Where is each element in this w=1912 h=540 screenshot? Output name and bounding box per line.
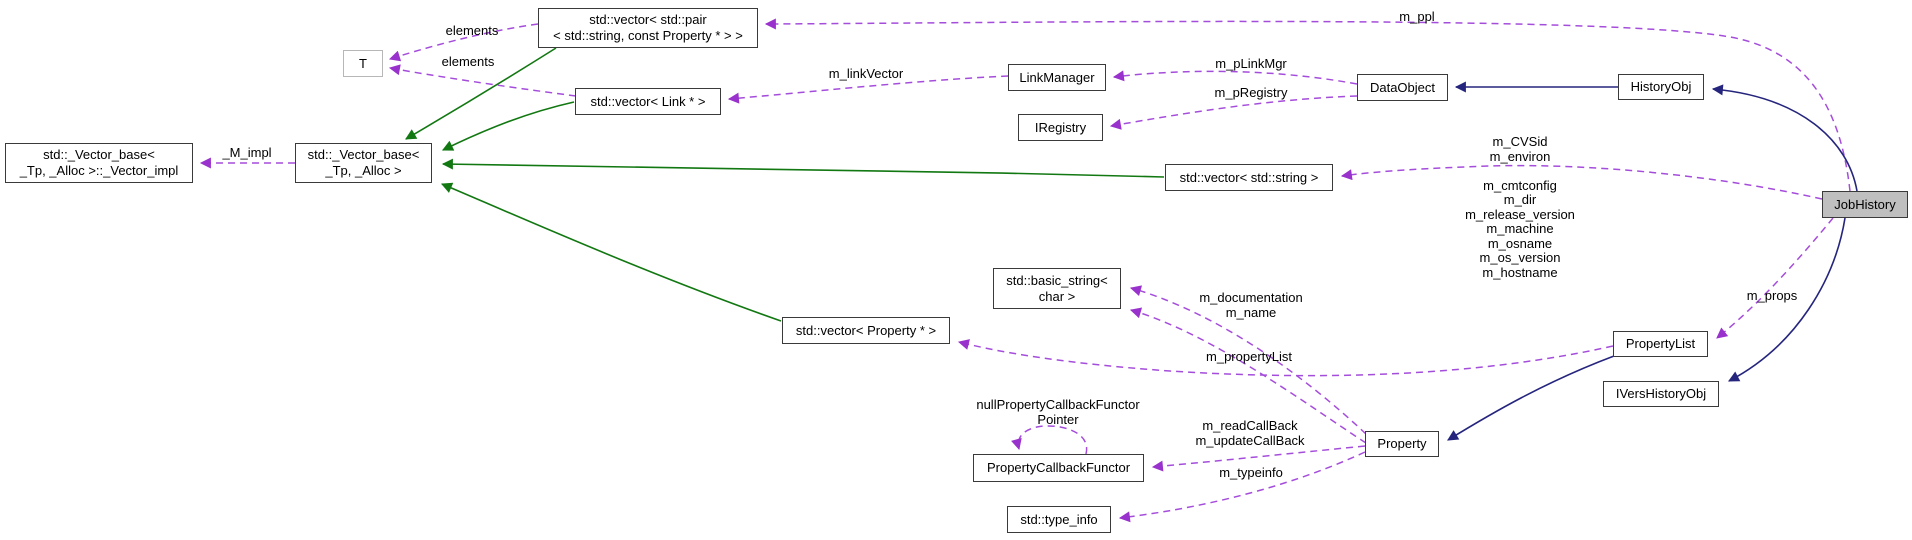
node-propertycallbackfunctor[interactable]: PropertyCallbackFunctor (973, 454, 1144, 482)
edge-m-pregistry (1109, 95, 1358, 130)
edge-elements-from-vector-link (388, 64, 577, 97)
node-linkmanager[interactable]: LinkManager (1008, 64, 1106, 91)
node-propertylist[interactable]: PropertyList (1613, 331, 1708, 357)
edge-vectorlink-inherits-vectorbase (442, 101, 575, 151)
node-jobhistory-focus: JobHistory (1822, 191, 1908, 218)
node-ivershistoryobj[interactable]: IVersHistoryObj (1603, 381, 1719, 407)
node-std-vector-link: std::vector< Link * > (575, 88, 721, 115)
edge-label-m-impl: _M_impl (222, 145, 272, 160)
edge-label-callbacks: m_readCallBack m_updateCallBack (1195, 418, 1305, 448)
node-dataobject[interactable]: DataObject (1357, 74, 1448, 101)
edge-elements-from-vector-pair (388, 23, 539, 62)
node-std-vector-base-impl: std::_Vector_base< _Tp, _Alloc >::_Vecto… (5, 143, 193, 183)
edge-jobhistory-inherits-ivershistoryobj (1728, 217, 1846, 382)
edge-m-name (1129, 307, 1367, 444)
node-std-vector-string: std::vector< std::string > (1165, 164, 1333, 191)
edge-label-m-ppl: m_ppl (1399, 9, 1435, 24)
edge-m-typeinfo (1118, 451, 1366, 523)
node-historyobj[interactable]: HistoryObj (1618, 74, 1704, 100)
edge-label-m-typeinfo: m_typeinfo (1219, 465, 1283, 480)
node-iregistry[interactable]: IRegistry (1018, 114, 1103, 141)
edge-m-plinkmgr (1112, 70, 1358, 85)
edge-m-linkvector (727, 75, 1009, 104)
node-std-vector-base: std::_Vector_base< _Tp, _Alloc > (295, 143, 432, 183)
edge-m-propertylist (957, 339, 1614, 377)
edge-vectorpair-inherits-vectorbase (405, 47, 557, 140)
edge-label-m-plinkmgr: m_pLinkMgr (1215, 56, 1287, 71)
node-std-vector-pair: std::vector< std::pair < std::string, co… (538, 8, 758, 48)
edge-label-jobhistory-string-members: m_CVSid m_environ m_cmtconfig m_dir m_re… (1465, 134, 1575, 280)
edge-label-m-props: m_props (1746, 288, 1798, 303)
edge-m-documentation (1129, 285, 1367, 435)
node-std-type-info: std::type_info (1007, 506, 1111, 533)
edge-label-m-propertylist: m_propertyList (1206, 349, 1292, 364)
edge-label-property-string-members: m_documentation m_name (1199, 290, 1303, 320)
edge-label-m-linkvector: m_linkVector (828, 66, 904, 81)
edge-m-ppl (764, 18, 1851, 192)
edge-vectorstring-inherits-vectorbase (441, 158, 1165, 178)
node-std-vector-property: std::vector< Property * > (782, 317, 950, 344)
edge-propertylist-inherits-property (1447, 355, 1615, 441)
edge-label-null-functor-pointer: nullPropertyCallbackFunctor Pointer (976, 397, 1140, 427)
edge-m-props (1716, 217, 1834, 339)
edge-callbacks (1151, 445, 1366, 472)
node-template-t: T (343, 50, 383, 77)
edge-label-m-pregistry: m_pRegistry (1214, 85, 1288, 100)
node-std-basic-string: std::basic_string< char > (993, 268, 1121, 309)
edge-null-functor-self-loop (1011, 425, 1088, 455)
edge-label-elements-top: elements (445, 23, 499, 38)
edge-jobhistory-inherits-historyobj (1711, 84, 1858, 192)
node-property[interactable]: Property (1365, 431, 1439, 457)
edge-jobhistory-strings (1340, 164, 1823, 200)
edge-vectorproperty-inherits-vectorbase (440, 182, 782, 322)
edge-label-elements-bottom: elements (441, 54, 495, 69)
